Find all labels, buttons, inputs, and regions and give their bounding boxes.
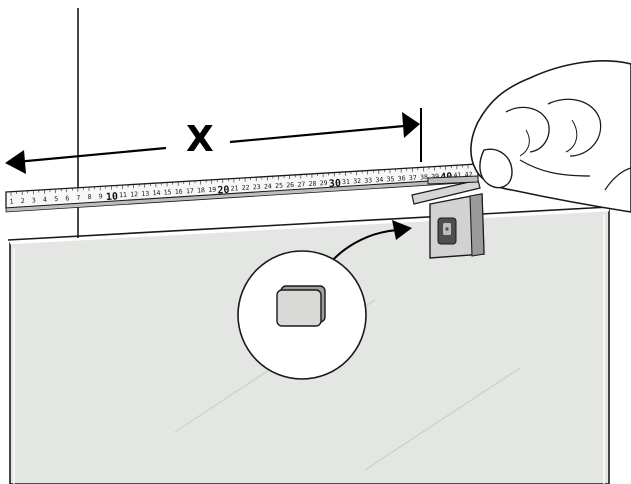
ruler-number: 13 — [141, 190, 149, 198]
arrowhead-right — [402, 112, 420, 138]
ruler-number: 12 — [130, 190, 138, 198]
ruler-number: 28 — [308, 180, 316, 188]
ruler-number: 38 — [420, 173, 428, 181]
ruler-number: 6 — [65, 194, 69, 202]
ruler-number: 29 — [320, 179, 328, 187]
ruler-number: 19 — [208, 186, 216, 194]
ruler-number: 23 — [253, 183, 261, 191]
ruler-number: 10 — [106, 191, 119, 203]
ruler-number: 4 — [43, 196, 47, 204]
ruler-number: 39 — [431, 172, 439, 180]
ruler-number: 7 — [76, 194, 80, 202]
glass-reflection — [364, 367, 521, 471]
ruler-number: 16 — [175, 188, 183, 196]
ruler-number: 34 — [375, 176, 383, 184]
ruler-number: 15 — [163, 188, 171, 196]
ruler-number: 14 — [152, 189, 160, 197]
ruler-number: 36 — [398, 174, 406, 182]
ruler-number: 26 — [286, 181, 294, 189]
clip-bracket — [411, 175, 485, 259]
ruler-number: 2 — [21, 197, 25, 205]
ruler-number: 42 — [464, 170, 472, 178]
dimension-label: X — [186, 119, 214, 160]
ruler-number: 21 — [230, 184, 238, 192]
ruler-number: 30 — [329, 178, 342, 190]
ruler-number: 37 — [409, 174, 417, 182]
ruler-number: 41 — [453, 171, 461, 179]
dimension-arrow — [5, 108, 422, 174]
hand — [470, 60, 631, 213]
ruler-number: 17 — [186, 187, 194, 195]
ruler-number: 18 — [197, 186, 205, 194]
ruler-number: 25 — [275, 182, 283, 190]
ruler-number: 3 — [32, 196, 36, 204]
ruler-number: 31 — [342, 178, 350, 186]
ruler-number: 20 — [217, 185, 230, 197]
ruler-number: 27 — [297, 180, 305, 188]
ruler-number: 9 — [99, 192, 103, 200]
ruler-number: 1 — [9, 198, 13, 206]
detail-callout — [237, 220, 412, 380]
ruler-number: 35 — [386, 175, 394, 183]
ruler-number: 5 — [54, 195, 58, 203]
ruler-number: 22 — [242, 184, 250, 192]
arrowhead-left — [5, 150, 26, 174]
ruler-ticks — [10, 164, 469, 196]
ruler-number: 32 — [353, 177, 361, 185]
ruler-number: 24 — [264, 182, 272, 190]
ruler-number: 8 — [87, 193, 91, 201]
ruler-number: 11 — [119, 191, 127, 199]
ruler-number: 33 — [364, 176, 372, 184]
